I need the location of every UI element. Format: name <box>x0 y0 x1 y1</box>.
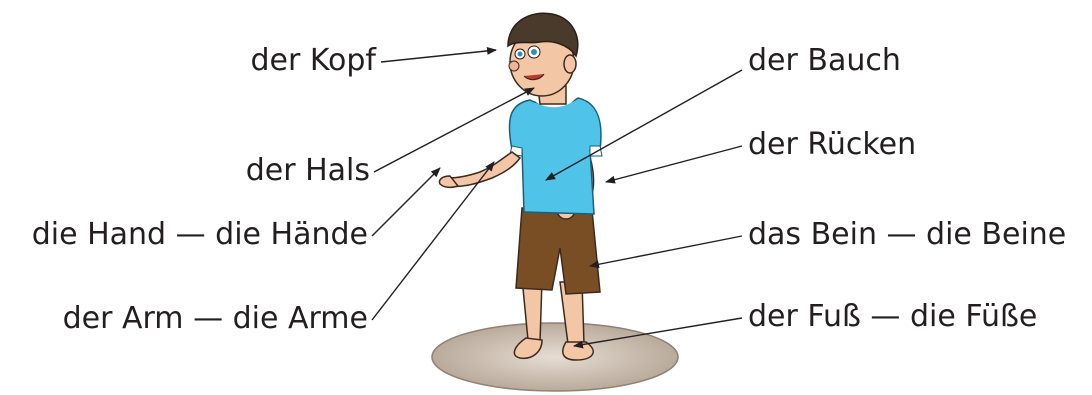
arrow-bein <box>590 236 742 266</box>
ground-shadow <box>432 323 678 391</box>
shirt <box>509 98 601 214</box>
left-arm <box>446 152 520 187</box>
label-kopf: der Kopf <box>250 46 376 76</box>
label-hals: der Hals <box>246 156 370 186</box>
label-arm: der Arm — die Arme <box>63 304 368 334</box>
label-hand: die Hand — die Hände <box>32 220 368 250</box>
label-bauch: der Bauch <box>748 46 901 76</box>
arrow-arm <box>372 162 494 320</box>
label-ruecken: der Rücken <box>748 130 916 160</box>
shorts <box>516 208 600 294</box>
arrow-kopf <box>381 50 496 62</box>
label-bein: das Bein — die Beine <box>748 220 1066 250</box>
arrow-ruecken <box>606 146 742 182</box>
label-fuss: der Fuß — die Füße <box>748 302 1037 332</box>
head <box>508 13 578 96</box>
arrow-hand <box>372 168 440 236</box>
